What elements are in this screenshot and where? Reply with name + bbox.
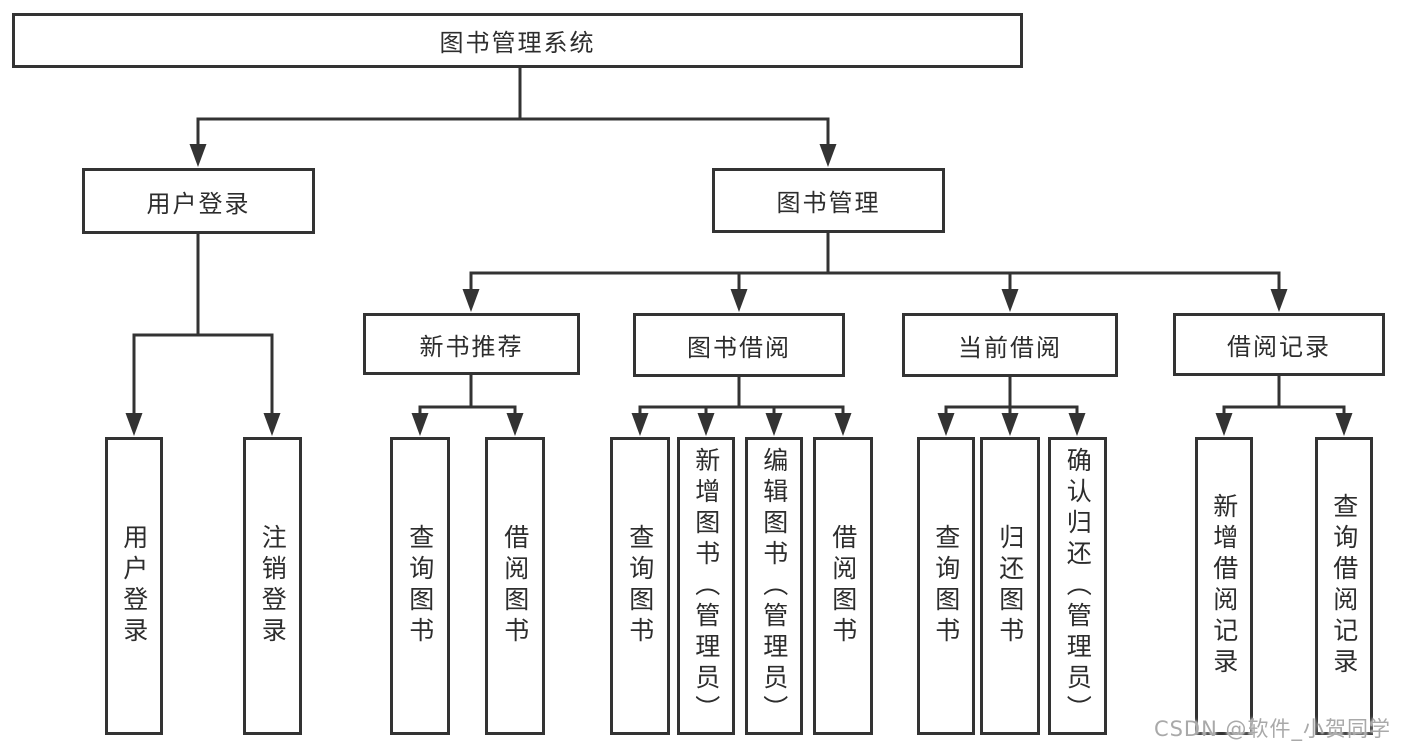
- node-v-edit-books: 编辑图书（管理员）: [745, 437, 803, 735]
- node-label-book-borrowing: 图书借阅: [687, 333, 791, 362]
- node-label-v-edit-books: 编辑图书（管理员）: [759, 446, 789, 726]
- node-user-login: 用户登录: [82, 168, 315, 234]
- node-label-new-book-recommend: 新书推荐: [419, 332, 524, 361]
- node-label-v-query-books-2: 查询图书: [625, 524, 655, 648]
- node-label-current-borrowing: 当前借阅: [958, 333, 1062, 362]
- node-label-v-query-books-1: 查询图书: [405, 524, 435, 648]
- node-label-user-login: 用户登录: [146, 189, 251, 218]
- node-v-query-books-1: 查询图书: [390, 437, 450, 735]
- node-v-borrow-books-2: 借阅图书: [813, 437, 873, 735]
- node-v-confirm-return: 确认归还（管理员）: [1048, 437, 1107, 735]
- node-label-v-query-books-3: 查询图书: [931, 524, 961, 648]
- node-v-query-books-3: 查询图书: [917, 437, 975, 735]
- node-v-user-login: 用户登录: [105, 437, 163, 735]
- watermark: CSDN @软件_小贺同学: [1153, 717, 1391, 741]
- node-book-management: 图书管理: [712, 168, 945, 233]
- node-label-v-confirm-return: 确认归还（管理员）: [1063, 446, 1093, 726]
- node-label-v-logout: 注销登录: [258, 524, 288, 648]
- node-label-v-user-login: 用户登录: [119, 524, 149, 648]
- node-label-book-management: 图书管理: [776, 189, 881, 217]
- node-new-book-recommend: 新书推荐: [363, 313, 580, 375]
- node-label-v-return-books: 归还图书: [995, 524, 1025, 648]
- node-label-v-borrow-books-2: 借阅图书: [828, 524, 858, 648]
- node-v-logout: 注销登录: [243, 437, 302, 735]
- node-book-borrowing: 图书借阅: [633, 313, 845, 377]
- node-v-query-books-2: 查询图书: [610, 437, 670, 735]
- node-v-return-books: 归还图书: [980, 437, 1040, 735]
- node-label-v-query-borrow-record: 查询借阅记录: [1329, 493, 1359, 679]
- node-label-v-add-books: 新增图书（管理员）: [691, 446, 721, 726]
- node-v-query-borrow-record: 查询借阅记录: [1315, 437, 1373, 735]
- node-v-add-books: 新增图书（管理员）: [677, 437, 735, 735]
- node-root: 图书管理系统: [12, 13, 1023, 68]
- node-current-borrowing: 当前借阅: [902, 313, 1118, 377]
- node-label-root: 图书管理系统: [439, 29, 596, 57]
- node-label-borrowing-records: 借阅记录: [1227, 333, 1331, 361]
- node-v-add-borrow-record: 新增借阅记录: [1195, 437, 1253, 735]
- node-label-v-add-borrow-record: 新增借阅记录: [1209, 493, 1239, 679]
- node-borrowing-records: 借阅记录: [1173, 313, 1385, 376]
- node-v-borrow-books-1: 借阅图书: [485, 437, 545, 735]
- node-label-v-borrow-books-1: 借阅图书: [500, 524, 530, 648]
